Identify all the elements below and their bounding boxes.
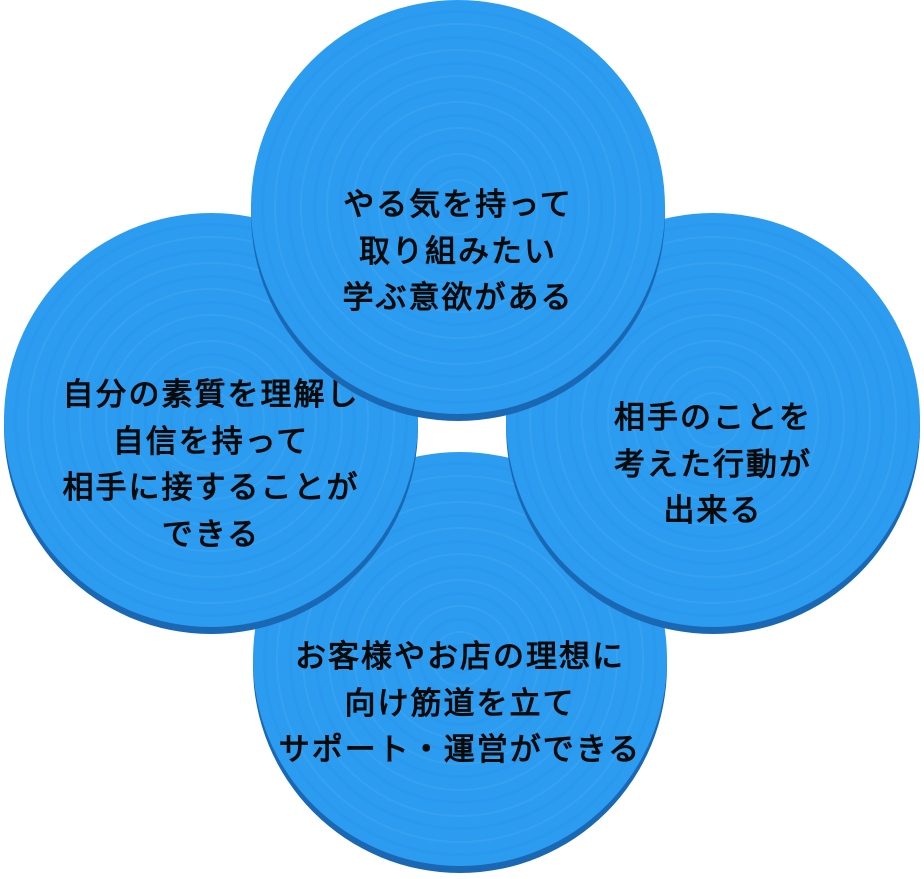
- text-line: できる: [161, 516, 261, 552]
- text-line: 学ぶ意欲がある: [342, 280, 574, 316]
- text-line: 取り組みたい: [359, 233, 557, 269]
- text-line: 相手に接することが: [62, 470, 360, 505]
- text-line: 考えた行動が: [614, 446, 812, 482]
- circle-left-text: 自分の素質を理解し 自信を持って 相手に接することが できる: [63, 372, 360, 558]
- circle-top-text: やる気を持って 取り組みたい 学ぶ意欲がある: [343, 182, 574, 322]
- text-line: やる気を持って: [343, 187, 573, 223]
- text-line: 向け筋道を立て: [344, 685, 576, 721]
- text-line: お客様やお店の理想に: [294, 639, 625, 675]
- text-line: 自分の素質を理解し: [62, 377, 360, 412]
- circle-top: やる気を持って 取り組みたい 学ぶ意欲がある: [251, 0, 665, 414]
- circle-right-text: 相手のことを 考えた行動が 出来る: [614, 395, 812, 535]
- text-line: 出来る: [663, 493, 763, 529]
- text-line: サポート・運営ができる: [278, 732, 642, 768]
- text-line: 相手のことを: [614, 400, 812, 436]
- text-line: 自信を持って: [112, 423, 310, 459]
- circle-bottom-text: お客様やお店の理想に 向け筋道を立て サポート・運営ができる: [279, 634, 641, 774]
